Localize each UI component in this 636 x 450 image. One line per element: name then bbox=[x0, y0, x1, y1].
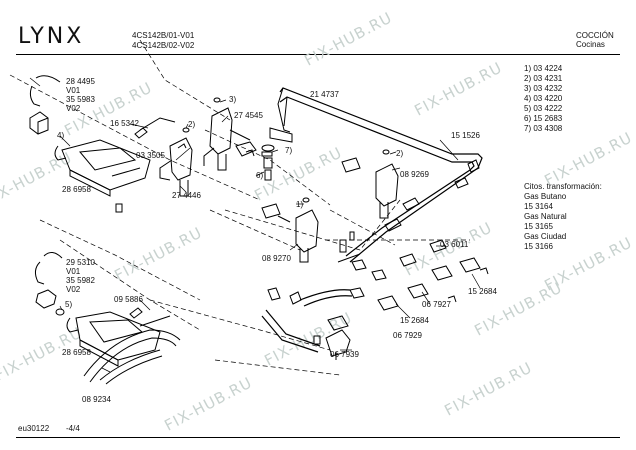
callout-number: 6) bbox=[256, 171, 264, 180]
callout-number: 3) bbox=[229, 95, 237, 104]
part-label: 06 7939 bbox=[330, 350, 359, 359]
part-label: 27 4545 bbox=[234, 111, 263, 120]
document-id: eu30122 bbox=[18, 424, 50, 433]
conversion-line: Gas Natural bbox=[524, 212, 567, 221]
callout-number: 4) bbox=[57, 131, 65, 140]
callout-number: 7) bbox=[285, 146, 293, 155]
category-label: COCCIÓN bbox=[576, 31, 614, 40]
legend-item: 5) 03 4222 bbox=[524, 104, 563, 113]
part-label: 28 4495 bbox=[66, 77, 95, 86]
part-label: 08 9234 bbox=[82, 395, 111, 404]
conversion-line: 15 3166 bbox=[524, 242, 553, 251]
legend-item: 2) 03 4231 bbox=[524, 74, 563, 83]
model-code-1: 4CS142B/01-V01 bbox=[132, 31, 195, 40]
header-divider bbox=[16, 54, 620, 55]
conversion-line: 15 3164 bbox=[524, 202, 553, 211]
part-label: 09 5886 bbox=[114, 295, 143, 304]
part-label: 15 1526 bbox=[451, 131, 480, 140]
part-label: 27 4446 bbox=[172, 191, 201, 200]
legend-item: 4) 03 4220 bbox=[524, 94, 563, 103]
part-label: 15 2684 bbox=[468, 287, 497, 296]
part-label: V02 bbox=[66, 104, 81, 113]
part-label: V02 bbox=[66, 285, 81, 294]
brand-logo: LYNX bbox=[18, 24, 85, 49]
legend-item: 6) 15 2683 bbox=[524, 114, 563, 123]
callout-number: 2) bbox=[396, 149, 404, 158]
part-label: 08 9269 bbox=[400, 170, 429, 179]
part-label: 03 6011 bbox=[440, 240, 469, 249]
part-label: 16 5342 bbox=[110, 119, 139, 128]
callout-number: 2) bbox=[188, 120, 196, 129]
part-label: 03 3505 bbox=[136, 151, 165, 160]
part-label: 08 9270 bbox=[262, 254, 291, 263]
part-label: 28 6958 bbox=[62, 185, 91, 194]
conversion-title: Citos. transformación: bbox=[524, 182, 602, 191]
part-label: V01 bbox=[66, 86, 81, 95]
footer-divider bbox=[16, 437, 620, 438]
conversion-line: Gas Ciudad bbox=[524, 232, 567, 241]
part-label: 28 6958 bbox=[62, 348, 91, 357]
page-number: -4/4 bbox=[66, 424, 80, 433]
part-label: 29 5310 bbox=[66, 258, 95, 267]
conversion-line: 15 3165 bbox=[524, 222, 553, 231]
model-code-2: 4CS142B/02-V02 bbox=[132, 41, 195, 50]
part-label: 06 7929 bbox=[393, 331, 422, 340]
callout-number: 5) bbox=[65, 300, 73, 309]
legend-item: 1) 03 4224 bbox=[524, 64, 563, 73]
part-label: 35 5982 bbox=[66, 276, 95, 285]
part-label: 35 5983 bbox=[66, 95, 95, 104]
conversion-line: Gas Butano bbox=[524, 192, 567, 201]
reference-legend: 1) 03 4224 2) 03 4231 3) 03 4232 4) 03 4… bbox=[524, 64, 562, 134]
part-label: 06 7927 bbox=[422, 300, 451, 309]
legend-item: 3) 03 4232 bbox=[524, 84, 563, 93]
callout-number: 1) bbox=[296, 200, 304, 209]
subcategory-label: Cocinas bbox=[576, 40, 605, 49]
part-label: 21 4737 bbox=[310, 90, 339, 99]
legend-item: 7) 03 4308 bbox=[524, 124, 563, 133]
conversion-kits: Citos. transformación: Gas Butano 15 316… bbox=[524, 182, 602, 252]
part-label: 15 2684 bbox=[400, 316, 429, 325]
part-label: V01 bbox=[66, 267, 81, 276]
